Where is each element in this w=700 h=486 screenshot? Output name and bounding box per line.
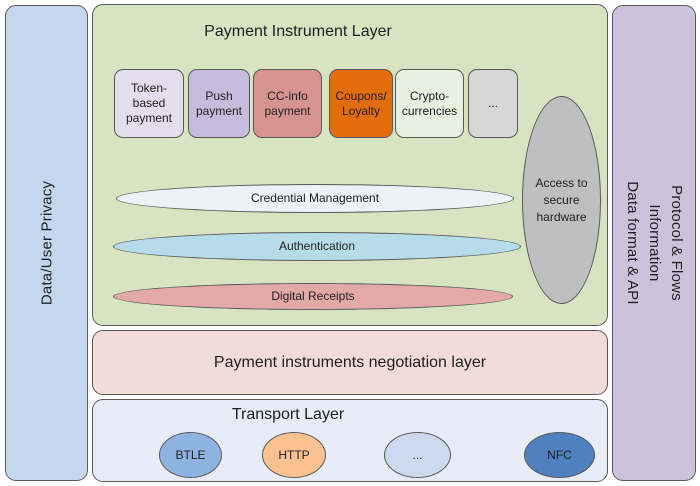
negotiation-layer: Payment instruments negotiation layer bbox=[92, 330, 608, 395]
privacy-sidebar-label: Data/User Privacy bbox=[38, 180, 55, 306]
authentication-ellipse: Authentication bbox=[113, 232, 521, 261]
transport-node-btle: BTLE bbox=[159, 432, 222, 478]
payment-instrument-layer-title: Payment Instrument Layer bbox=[204, 23, 392, 40]
transport-node-more: ... bbox=[384, 432, 451, 478]
protocol-sidebar-line-2: Information bbox=[646, 204, 663, 282]
transport-layer-title: Transport Layer bbox=[231, 406, 345, 423]
payment-box-push: Push payment bbox=[188, 69, 250, 138]
transport-layer: Transport Layer BTLE HTTP ... NFC bbox=[92, 399, 608, 482]
negotiation-layer-title: Payment instruments negotiation layer bbox=[213, 353, 487, 371]
protocol-sidebar-label: Protocol & Flows Information Data format… bbox=[621, 181, 687, 304]
access-secure-hardware-ellipse: Access to secure hardware bbox=[522, 96, 601, 304]
payment-box-more: ... bbox=[468, 69, 518, 138]
transport-node-nfc: NFC bbox=[524, 432, 595, 478]
transport-node-http: HTTP bbox=[262, 432, 326, 478]
payment-box-coupons-loyalty: Coupons/ Loyalty bbox=[329, 69, 393, 138]
payment-box-token-based: Token- based payment bbox=[114, 69, 184, 138]
payment-box-cryptocurrencies: Crypto- currencies bbox=[395, 69, 464, 138]
privacy-sidebar: Data/User Privacy bbox=[5, 5, 88, 481]
protocol-sidebar-line-3: Data format & API bbox=[624, 181, 641, 305]
protocol-sidebar: Protocol & Flows Information Data format… bbox=[612, 5, 696, 481]
protocol-sidebar-line-1: Protocol & Flows bbox=[668, 185, 685, 301]
payment-box-cc-info: CC-info payment bbox=[253, 69, 322, 138]
payment-instrument-layer: Payment Instrument Layer Token- based pa… bbox=[92, 4, 608, 326]
credential-management-ellipse: Credential Management bbox=[116, 184, 514, 213]
digital-receipts-ellipse: Digital Receipts bbox=[113, 283, 513, 310]
